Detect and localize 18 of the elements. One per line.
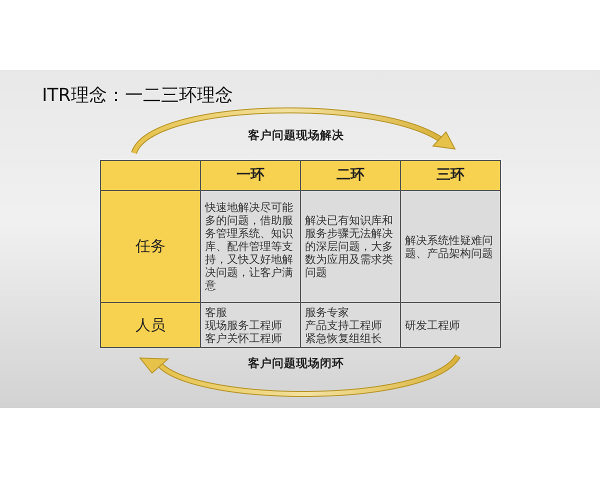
- header-cell: 二环: [300, 160, 401, 191]
- cell-text: 解决系统性疑难问题、产品架构问题: [405, 234, 494, 260]
- header-cell: 三环: [400, 160, 501, 191]
- cell-text: 研发工程师: [405, 318, 460, 332]
- cell-text: 客户关怀工程师: [205, 332, 282, 344]
- cell-text: 客服: [205, 306, 228, 318]
- row-header-cell: 人员: [100, 302, 201, 348]
- cell-text: 快速地解决尽可能多的问题，借助服务管理系统、知识库、配件管理等支持，又快又好地解决问题，让客户满意: [205, 201, 294, 292]
- arrow-label: 客户问题现场闭环: [248, 356, 344, 371]
- cell-text: 解决已有知识库和服务步骤无法解决的深层问题，大多数为应用及需求类问题: [305, 214, 394, 279]
- cell-text: 紧急恢复组组长: [305, 332, 382, 344]
- arrow-label: 客户问题现场解决: [248, 128, 344, 143]
- cell-text: 产品支持工程师: [305, 318, 382, 332]
- header-cell: 一环: [200, 160, 301, 191]
- cell-text: 服务专家: [305, 306, 350, 318]
- cell-text: 现场服务工程师: [205, 318, 282, 332]
- row-header-cell: 任务: [100, 190, 201, 303]
- title: ITR理念：一二三环理念: [42, 84, 233, 107]
